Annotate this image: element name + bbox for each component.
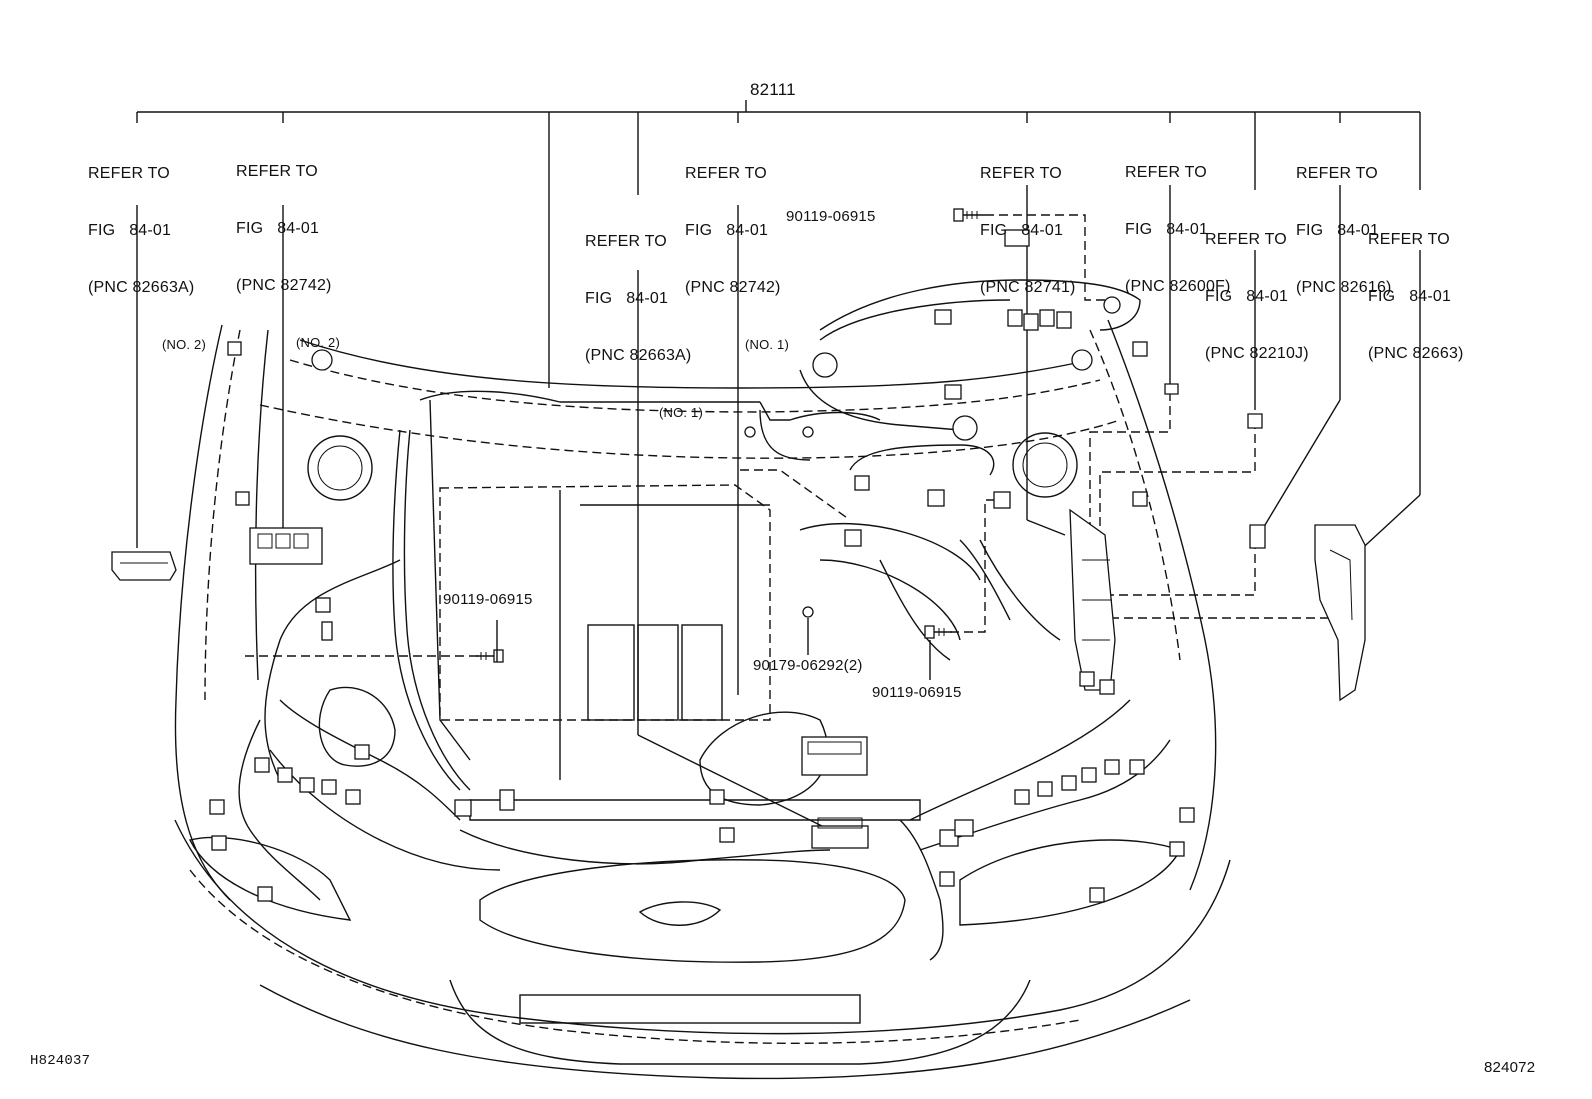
ref-line-1: REFER TO — [1368, 231, 1450, 248]
reference-label-82742-no1: REFER TO FIG 84-01 (PNC 82742) (NO. 1) — [685, 126, 789, 373]
ref-line-3: (PNC 82616) — [1296, 279, 1392, 296]
ref-line-3: (PNC 82663) — [1368, 345, 1464, 362]
harness-connectors — [209, 229, 1195, 903]
ref-line-3: (PNC 82663A) — [585, 347, 692, 364]
ref-line-1: REFER TO — [1125, 164, 1207, 181]
bolt-icons — [476, 208, 985, 680]
ref-line-1: REFER TO — [980, 165, 1062, 182]
ref-line-2: FIG 84-01 — [685, 222, 769, 239]
ref-line-2: FIG 84-01 — [1368, 288, 1452, 305]
ref-line-3: (PNC 82742) — [685, 279, 781, 296]
vehicle-body-outline — [174, 319, 1231, 1080]
ref-line-3: (PNC 82600F) — [1125, 278, 1231, 295]
reference-label-82663: REFER TO FIG 84-01 (PNC 82663) — [1368, 192, 1464, 382]
ref-line-2: FIG 84-01 — [980, 222, 1064, 239]
lower-junction-box — [801, 736, 869, 849]
bolt-icon — [924, 625, 952, 639]
engine-block — [307, 399, 1078, 821]
ref-line-2: FIG 84-01 — [1205, 288, 1289, 305]
ref-line-2: FIG 84-01 — [1296, 222, 1380, 239]
illustration-code-left: H824037 — [30, 1053, 91, 1069]
reference-label-82663a-no2: REFER TO FIG 84-01 (PNC 82663A) (NO. 2) — [88, 126, 206, 373]
bolt-icon — [953, 208, 985, 222]
ref-line-2: FIG 84-01 — [88, 222, 172, 239]
ref-line-4: (NO. 2) — [296, 335, 341, 350]
ref-line-3: (PNC 82663A) — [88, 279, 195, 296]
ref-line-1: REFER TO — [1296, 165, 1378, 182]
bolt-icon — [476, 649, 504, 663]
relay-block-right — [1069, 383, 1366, 702]
ref-line-1: REFER TO — [1205, 231, 1287, 248]
reference-leaders — [136, 185, 1421, 831]
ref-line-1: REFER TO — [585, 233, 667, 250]
reference-label-82210j: REFER TO FIG 84-01 (PNC 82210J) — [1205, 192, 1309, 382]
bolt-part-number-top: 90119-06915 — [786, 208, 876, 225]
ref-line-1: REFER TO — [685, 165, 767, 182]
bolt-part-number-right: 90119-06915 — [872, 684, 962, 701]
ref-line-4: (NO. 2) — [162, 337, 207, 352]
fuse-block-left — [111, 527, 323, 581]
main-leader-bracket — [136, 100, 1421, 388]
ref-line-2: FIG 84-01 — [1125, 221, 1209, 238]
ref-line-1: REFER TO — [88, 165, 170, 182]
ref-line-1: REFER TO — [236, 163, 318, 180]
clip-part-number-center: 90179-06292(2) — [753, 657, 863, 674]
reference-label-82616: REFER TO FIG 84-01 (PNC 82616) — [1296, 126, 1392, 316]
ref-line-2: FIG 84-01 — [585, 290, 669, 307]
wire-harness — [238, 279, 1171, 961]
reference-label-82600f: REFER TO FIG 84-01 (PNC 82600F) — [1125, 125, 1231, 315]
reference-label-82663a-no1: REFER TO FIG 84-01 (PNC 82663A) (NO. 1) — [585, 194, 703, 441]
reference-label-82741: REFER TO FIG 84-01 (PNC 82741) — [980, 126, 1076, 316]
main-part-number: 82111 — [750, 80, 796, 99]
ref-line-4: (NO. 1) — [745, 337, 790, 352]
illustration-code-right: 824072 — [1484, 1059, 1536, 1076]
bolt-part-number-left: 90119-06915 — [443, 591, 533, 608]
ref-line-3: (PNC 82742) — [236, 277, 332, 294]
reference-label-82742-no2: REFER TO FIG 84-01 (PNC 82742) (NO. 2) — [236, 124, 340, 371]
ref-line-2: FIG 84-01 — [236, 220, 320, 237]
ref-line-3: (PNC 82741) — [980, 279, 1076, 296]
ref-line-4: (NO. 1) — [659, 405, 704, 420]
ref-line-3: (PNC 82210J) — [1205, 345, 1309, 362]
